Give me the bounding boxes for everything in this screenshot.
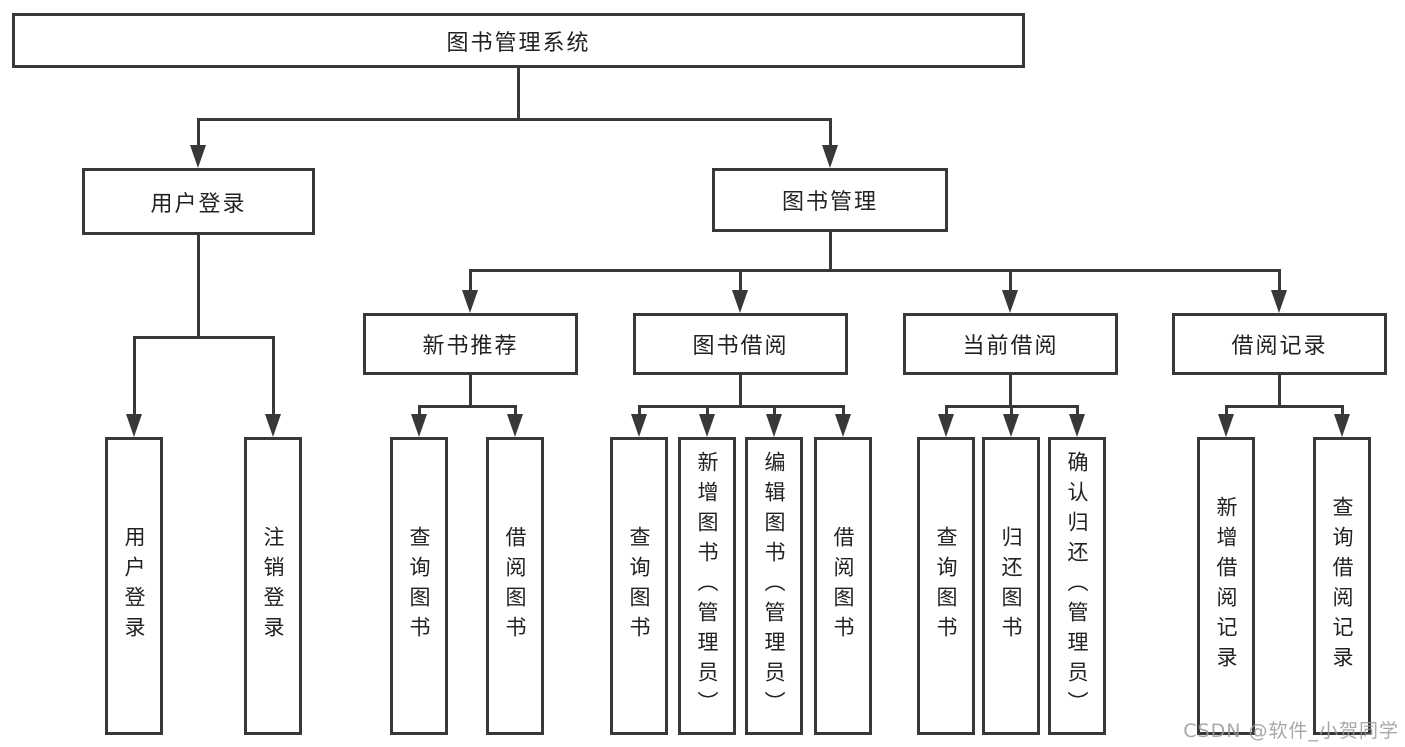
connector-line [133, 336, 275, 339]
leaf-query-borrow-record: 查询借阅记录 [1313, 437, 1371, 735]
connector-line [1225, 405, 1343, 408]
connector-line [469, 375, 472, 407]
leaf-add-borrow-record: 新增借阅记录 [1197, 437, 1255, 735]
connector-line [272, 336, 275, 416]
connector-line [829, 232, 832, 271]
arrow-down-icon [1271, 290, 1287, 313]
connector-line [638, 405, 641, 417]
arrow-down-icon [938, 414, 954, 437]
connector-line [1341, 405, 1344, 417]
leaf-borrow-books-recommend: 借阅图书 [486, 437, 544, 735]
leaf-add-book-admin: 新增图书（管理员） [678, 437, 736, 735]
leaf-borrow-books-borrowing: 借阅图书 [814, 437, 872, 735]
arrow-down-icon [835, 414, 851, 437]
connector-line [842, 405, 845, 417]
connector-line [1076, 405, 1079, 417]
leaf-logout: 注销登录 [244, 437, 302, 735]
arrow-down-icon [507, 414, 523, 437]
node-book-management: 图书管理 [712, 168, 948, 232]
connector-line [197, 118, 200, 148]
node-library-management-system: 图书管理系统 [12, 13, 1025, 68]
node-new-book-recommend: 新书推荐 [363, 313, 578, 375]
arrow-down-icon [190, 145, 206, 168]
connector-line [1010, 405, 1013, 417]
leaf-query-books-recommend: 查询图书 [390, 437, 448, 735]
arrow-down-icon [1069, 414, 1085, 437]
connector-line [133, 336, 136, 416]
arrow-down-icon [1218, 414, 1234, 437]
connector-line [1278, 269, 1281, 293]
connector-line [514, 405, 517, 417]
connector-line [418, 405, 517, 408]
connector-line [773, 405, 776, 417]
arrow-down-icon [1334, 414, 1350, 437]
arrow-down-icon [822, 145, 838, 168]
connector-line [739, 269, 742, 293]
connector-line [469, 269, 1281, 272]
connector-line [1009, 375, 1012, 407]
arrow-down-icon [766, 414, 782, 437]
arrow-down-icon [411, 414, 427, 437]
connector-line [945, 405, 948, 417]
connector-line [1278, 375, 1281, 407]
node-current-borrowing: 当前借阅 [903, 313, 1118, 375]
connector-line [638, 405, 845, 408]
connector-line [469, 269, 472, 293]
node-borrowing-records: 借阅记录 [1172, 313, 1387, 375]
leaf-edit-book-admin: 编辑图书（管理员） [745, 437, 803, 735]
node-user-login: 用户登录 [82, 168, 315, 235]
arrow-down-icon [631, 414, 647, 437]
arrow-down-icon [699, 414, 715, 437]
connector-line [418, 405, 421, 417]
arrow-down-icon [126, 414, 142, 437]
connector-line [197, 235, 200, 338]
leaf-return-book: 归还图书 [982, 437, 1040, 735]
connector-line [197, 118, 832, 121]
connector-line [706, 405, 709, 417]
csdn-watermark: CSDN @软件_小贺同学 [1183, 720, 1399, 742]
arrow-down-icon [265, 414, 281, 437]
arrow-down-icon [1002, 290, 1018, 313]
arrow-down-icon [1003, 414, 1019, 437]
leaf-query-books-borrowing: 查询图书 [610, 437, 668, 735]
connector-line [739, 375, 742, 407]
leaf-user-login: 用户登录 [105, 437, 163, 735]
arrow-down-icon [732, 290, 748, 313]
connector-line [829, 118, 832, 148]
node-book-borrowing: 图书借阅 [633, 313, 848, 375]
connector-line [1225, 405, 1228, 417]
arrow-down-icon [462, 290, 478, 313]
connector-line [1009, 269, 1012, 293]
connector-line [517, 68, 520, 120]
leaf-query-books-current: 查询图书 [917, 437, 975, 735]
leaf-confirm-return-admin: 确认归还（管理员） [1048, 437, 1106, 735]
